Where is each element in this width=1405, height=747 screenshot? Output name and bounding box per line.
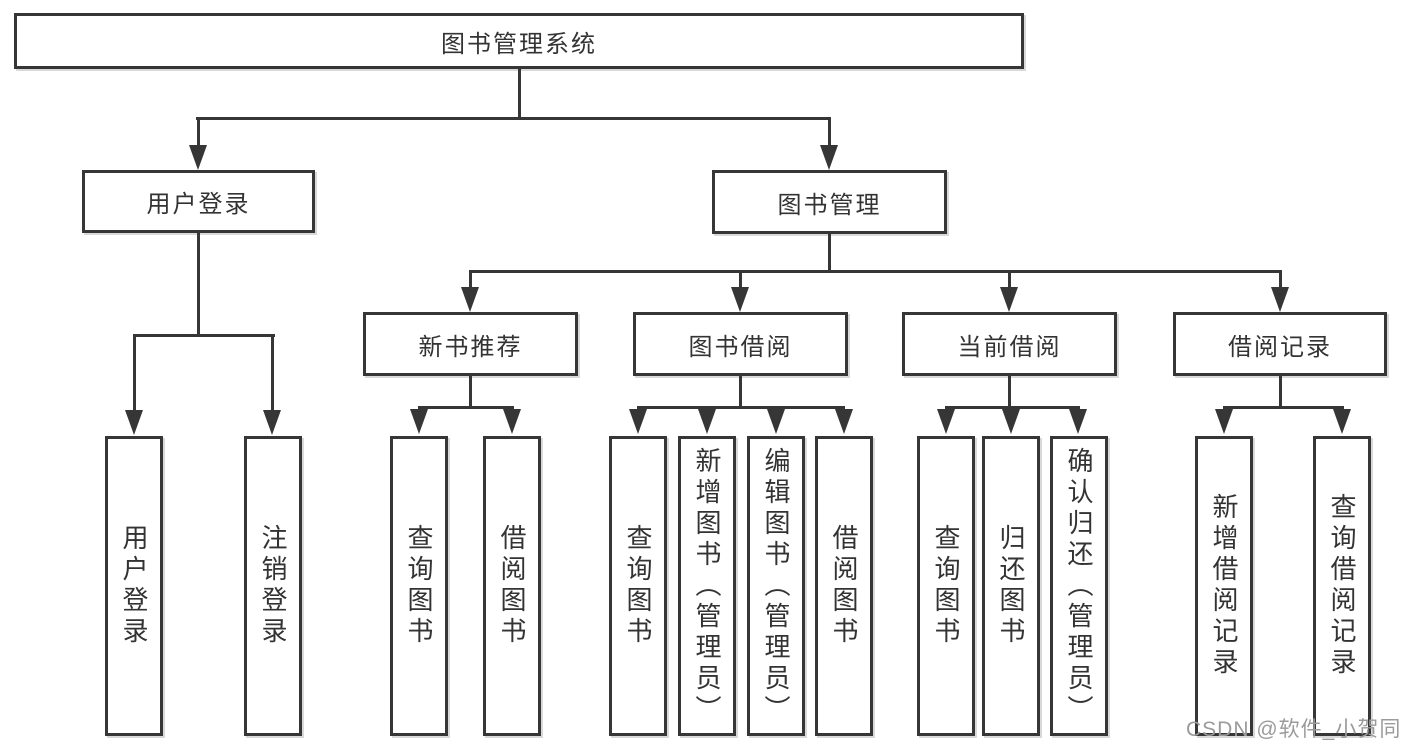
connector-borrow-records-bar [1223,406,1344,409]
connector-user-login-bar [133,334,275,337]
arrowhead-query-books-2 [629,409,647,434]
connector-drop-leaf-logout [271,334,274,412]
connector-drop-borrow-records [1279,270,1282,288]
leaf-edit-book-admin: 编辑图书（管理员） [747,436,805,736]
arrowhead-add-book [698,409,716,434]
connector-user-login-stem [197,232,200,335]
leaf-edit-book-admin-label: 编辑图书（管理员） [761,446,791,726]
leaf-logout: 注销登录 [244,436,302,736]
arrowhead-borrow-books-2 [835,409,853,434]
arrowhead-edit-book [767,409,785,434]
node-current-borrowing-label: 当前借阅 [957,333,1062,361]
leaf-query-books-2: 查询图书 [609,436,667,736]
connector-book-management-stem [828,233,831,273]
node-root-label: 图书管理系统 [441,30,597,58]
leaf-add-borrow-record-label: 新增借阅记录 [1209,493,1239,679]
connector-borrow-records-stem [1279,376,1282,408]
arrowhead-user-login [189,145,207,170]
node-user-login: 用户登录 [82,170,315,233]
arrowhead-book-borrowing [731,287,749,312]
arrowhead-leaf-logout [263,410,281,435]
arrowhead-confirm-return [1069,409,1087,434]
node-borrow-records-label: 借阅记录 [1228,333,1332,361]
arrowhead-borrow-books-1 [503,409,521,434]
node-book-management: 图书管理 [712,170,947,234]
arrowhead-query-books-1 [410,409,428,434]
connector-drop-leaf-user-login [133,334,136,412]
arrowhead-leaf-user-login [125,410,143,435]
node-root: 图书管理系统 [14,13,1024,69]
arrowhead-add-borrow-record [1215,409,1233,434]
arrowhead-query-books-3 [937,409,955,434]
leaf-query-borrow-record: 查询借阅记录 [1313,436,1371,736]
leaf-return-book-label: 归还图书 [996,524,1026,648]
connector-current-borrowing-stem [1008,376,1011,408]
connector-drop-user-login [197,117,200,147]
leaf-query-books-2-label: 查询图书 [623,524,653,648]
leaf-query-books-1: 查询图书 [390,436,448,736]
arrowhead-book-management [820,145,838,170]
leaf-confirm-return-admin: 确认归还（管理员） [1050,436,1108,736]
connector-level2-bar [196,117,831,120]
leaf-add-book-admin-label: 新增图书（管理员） [692,446,722,726]
leaf-add-book-admin: 新增图书（管理员） [678,436,736,736]
node-new-book-recommend: 新书推荐 [363,312,578,376]
connector-drop-new-book [469,270,472,288]
node-current-borrowing: 当前借阅 [902,312,1117,376]
connector-book-borrowing-stem [739,376,742,408]
leaf-query-books-1-label: 查询图书 [404,524,434,648]
node-book-borrowing-label: 图书借阅 [688,333,793,361]
leaf-query-books-3: 查询图书 [917,436,975,736]
node-user-login-label: 用户登录 [146,191,251,218]
connector-drop-book-borrowing [739,270,742,288]
connector-drop-current-borrowing [1008,270,1011,288]
leaf-borrow-books-2: 借阅图书 [815,436,873,736]
leaf-user-login-label: 用户登录 [119,524,149,648]
node-new-book-recommend-label: 新书推荐 [418,333,523,361]
leaf-borrow-books-1-label: 借阅图书 [497,524,527,648]
connector-current-borrowing-bar [945,406,1080,409]
leaf-query-borrow-record-label: 查询借阅记录 [1327,493,1357,679]
leaf-confirm-return-admin-label: 确认归还（管理员） [1064,446,1094,726]
connector-drop-book-management [828,117,831,147]
leaf-return-book: 归还图书 [982,436,1040,736]
leaf-add-borrow-record: 新增借阅记录 [1195,436,1253,736]
arrowhead-new-book [461,287,479,312]
connector-level3-bar [469,270,1281,273]
leaf-user-login: 用户登录 [105,436,163,736]
connector-new-book-stem [469,376,472,408]
arrowhead-return-book [1002,409,1020,434]
arrowhead-current-borrowing [1000,287,1018,312]
node-book-borrowing: 图书借阅 [633,312,848,376]
node-book-management-label: 图书管理 [777,191,882,219]
watermark: CSDN @软件_小贺同学 [1186,718,1402,741]
connector-root-stem [518,69,521,118]
leaf-logout-label: 注销登录 [258,524,288,648]
leaf-borrow-books-1: 借阅图书 [483,436,541,736]
connector-new-book-bar [418,406,514,409]
arrowhead-borrow-records [1271,287,1289,312]
leaf-borrow-books-2-label: 借阅图书 [829,524,859,648]
node-borrow-records: 借阅记录 [1173,312,1387,376]
arrowhead-query-borrow-record [1333,409,1351,434]
connector-book-borrowing-bar [637,406,845,409]
leaf-query-books-3-label: 查询图书 [931,524,961,648]
